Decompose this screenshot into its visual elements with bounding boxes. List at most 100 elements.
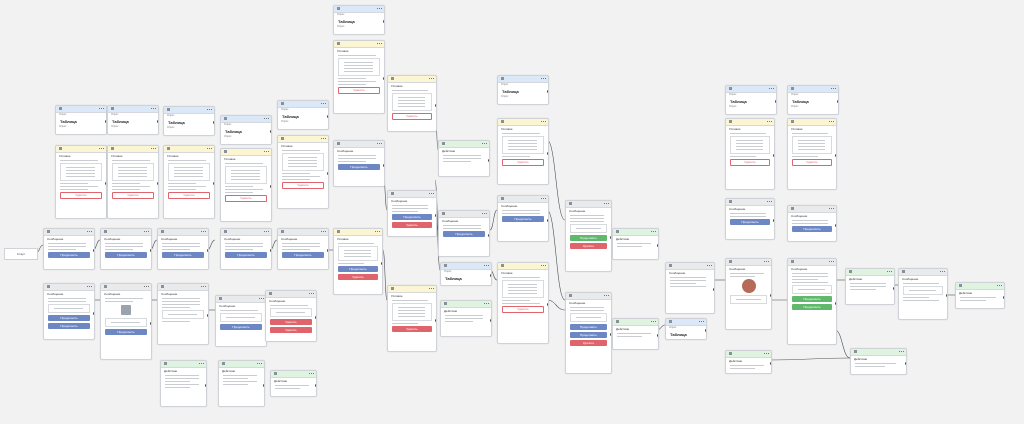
- output-port[interactable]: [315, 316, 316, 319]
- output-port[interactable]: [213, 182, 214, 185]
- node-menu-icon[interactable]: [259, 298, 264, 300]
- node-menu-icon[interactable]: [264, 151, 269, 153]
- node-button[interactable]: Удалить: [270, 319, 312, 325]
- output-port[interactable]: [381, 262, 382, 265]
- node-menu-icon[interactable]: [997, 285, 1002, 287]
- flow-node[interactable]: Действие: [612, 228, 659, 260]
- output-port[interactable]: [150, 322, 151, 325]
- output-port[interactable]: [835, 224, 836, 227]
- output-port[interactable]: [207, 314, 208, 317]
- output-port[interactable]: [488, 234, 489, 237]
- output-port[interactable]: [105, 120, 106, 123]
- node-menu-icon[interactable]: [201, 286, 206, 288]
- node-menu-icon[interactable]: [541, 198, 546, 200]
- output-port[interactable]: [490, 319, 491, 322]
- output-port[interactable]: [263, 384, 264, 387]
- output-port[interactable]: [327, 172, 328, 175]
- output-port[interactable]: [93, 312, 94, 315]
- output-port[interactable]: [105, 182, 106, 185]
- flow-node[interactable]: Действие: [725, 350, 772, 374]
- node-menu-icon[interactable]: [99, 148, 104, 150]
- node-menu-icon[interactable]: [309, 373, 314, 375]
- output-port[interactable]: [610, 333, 611, 336]
- node-menu-icon[interactable]: [264, 118, 269, 120]
- output-port[interactable]: [547, 219, 548, 222]
- node-menu-icon[interactable]: [321, 231, 326, 233]
- output-port[interactable]: [1003, 296, 1004, 299]
- output-port[interactable]: [547, 90, 548, 93]
- node-menu-icon[interactable]: [309, 293, 314, 295]
- node-button[interactable]: Продолжить: [105, 329, 147, 335]
- node-menu-icon[interactable]: [377, 43, 382, 45]
- flow-node[interactable]: Действие: [612, 318, 659, 350]
- node-menu-icon[interactable]: [429, 78, 434, 80]
- node-menu-icon[interactable]: [699, 321, 704, 323]
- node-menu-icon[interactable]: [707, 265, 712, 267]
- output-port[interactable]: [835, 154, 836, 157]
- node-button[interactable]: Продолжить: [570, 324, 607, 330]
- output-port[interactable]: [610, 236, 611, 239]
- node-button[interactable]: Удалить: [60, 192, 102, 199]
- node-menu-icon[interactable]: [377, 143, 382, 145]
- node-button[interactable]: Удалить: [392, 222, 432, 228]
- node-button[interactable]: Удалить: [502, 159, 544, 166]
- node-menu-icon[interactable]: [144, 286, 149, 288]
- output-port[interactable]: [657, 244, 658, 247]
- node-button[interactable]: Удалить: [392, 113, 432, 120]
- output-port[interactable]: [705, 329, 706, 332]
- node-menu-icon[interactable]: [604, 295, 609, 297]
- node-button[interactable]: Удалить: [338, 274, 378, 280]
- output-port[interactable]: [435, 319, 436, 322]
- node-menu-icon[interactable]: [829, 208, 834, 210]
- output-port[interactable]: [383, 164, 384, 167]
- node-menu-icon[interactable]: [541, 265, 546, 267]
- node-button[interactable]: Продолжить: [570, 235, 607, 241]
- flow-node[interactable]: Действие: [160, 360, 207, 407]
- node-menu-icon[interactable]: [940, 271, 945, 273]
- output-port[interactable]: [93, 249, 94, 252]
- start-node[interactable]: Старт: [4, 248, 38, 260]
- node-menu-icon[interactable]: [429, 193, 434, 195]
- output-port[interactable]: [657, 334, 658, 337]
- node-menu-icon[interactable]: [764, 353, 769, 355]
- node-button[interactable]: Продолжить: [338, 164, 380, 170]
- node-menu-icon[interactable]: [87, 286, 92, 288]
- node-menu-icon[interactable]: [207, 148, 212, 150]
- output-port[interactable]: [435, 214, 436, 217]
- node-menu-icon[interactable]: [484, 303, 489, 305]
- output-port[interactable]: [150, 249, 151, 252]
- node-menu-icon[interactable]: [484, 265, 489, 267]
- output-port[interactable]: [490, 274, 491, 277]
- node-menu-icon[interactable]: [199, 363, 204, 365]
- output-port[interactable]: [547, 152, 548, 155]
- flow-node[interactable]: Действие: [955, 282, 1005, 309]
- flow-node[interactable]: Действие: [218, 360, 265, 407]
- node-menu-icon[interactable]: [429, 288, 434, 290]
- node-menu-icon[interactable]: [651, 321, 656, 323]
- node-menu-icon[interactable]: [375, 231, 380, 233]
- node-button[interactable]: Удалить: [570, 243, 607, 249]
- node-menu-icon[interactable]: [541, 121, 546, 123]
- node-menu-icon[interactable]: [482, 213, 487, 215]
- node-button[interactable]: Удалить: [502, 306, 544, 313]
- node-button[interactable]: Удалить: [792, 159, 832, 166]
